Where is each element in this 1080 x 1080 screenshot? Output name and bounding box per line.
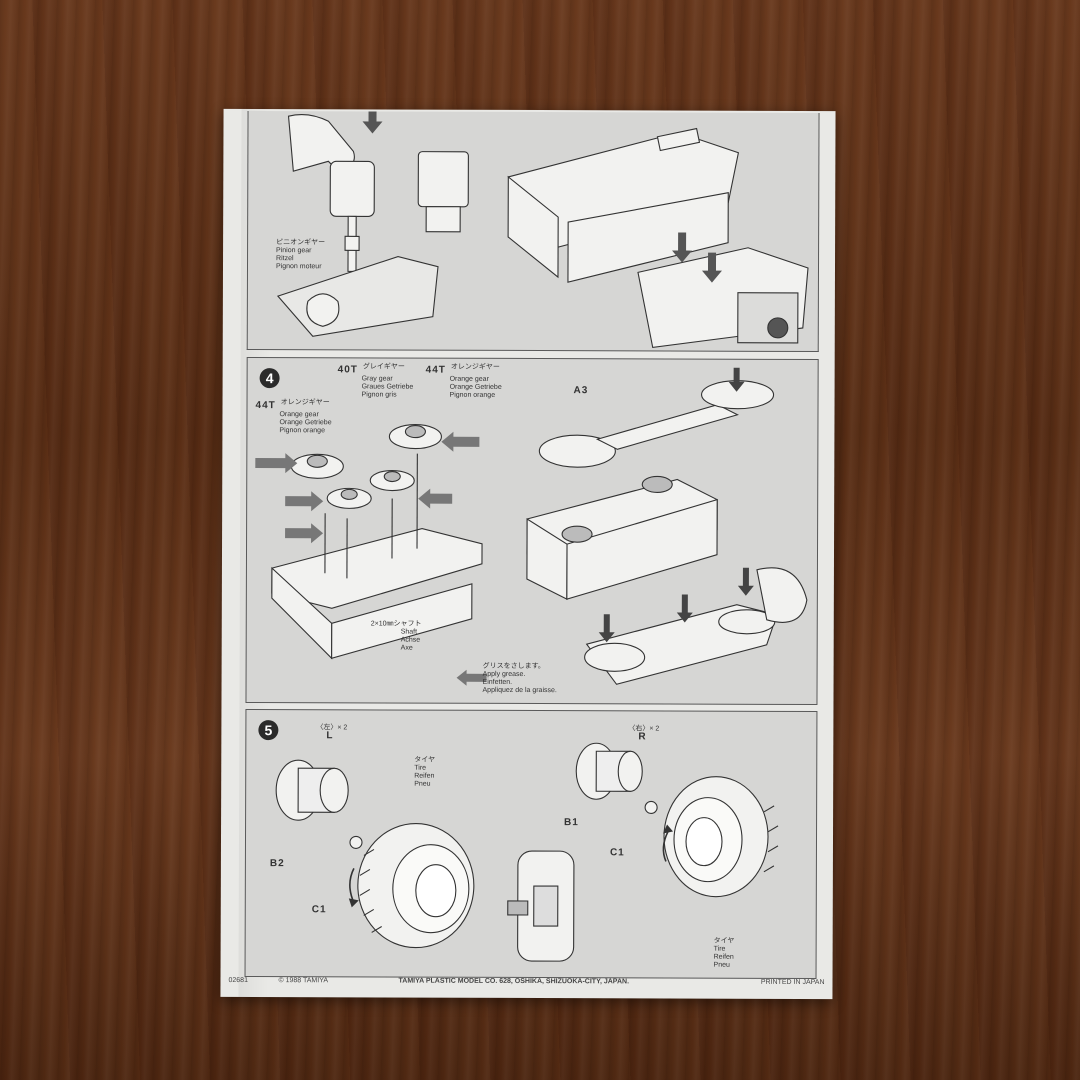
step-5-panel: 5	[244, 709, 818, 980]
cap-c1-drawing	[644, 800, 658, 814]
company-address: TAMIYA PLASTIC MODEL CO. 628, OSHIKA, SH…	[398, 977, 630, 986]
shaft-label: 2×10㎜シャフト Shaft Achse Axe	[370, 620, 422, 652]
grease-arrow-icon	[441, 431, 480, 452]
gear-assembly-drawing	[255, 367, 808, 686]
pinion-gear-label: ピニオンギヤー Pinion gear Ritzel Pignon moteur	[275, 239, 326, 271]
down-arrow-icon	[728, 367, 745, 392]
left-cap-c1-label: C1	[311, 904, 327, 916]
right-tire-label: タイヤ Tire Reifen Pneu	[713, 937, 735, 969]
down-arrow-icon	[701, 252, 722, 283]
gray-gear-label: 40T グレイギヤー Gray gear Graues Getriebe Pig…	[337, 363, 414, 399]
down-arrow-icon	[362, 111, 383, 134]
motor-assembly-drawing	[276, 111, 809, 349]
down-arrow-icon	[737, 567, 754, 596]
cap-c1-drawing	[349, 835, 363, 849]
down-arrow-icon	[676, 594, 693, 623]
grease-arrow-icon	[255, 453, 298, 474]
grease-label: グリスをさします。 Apply grease. Einfetten. Appli…	[482, 662, 557, 695]
wheel-plate-drawing	[538, 434, 616, 468]
hub-b1-label: B1	[564, 817, 579, 829]
grease-arrow-icon	[285, 491, 324, 512]
instruction-sheet: ピニオンギヤー Pinion gear Ritzel Pignon moteur…	[220, 108, 836, 1000]
motor-drawing	[329, 160, 375, 217]
rotation-arrow-icon	[662, 831, 669, 862]
copyright: © 1988 TAMIYA	[278, 977, 329, 985]
printed-in: PRINTED IN JAPAN	[760, 978, 825, 987]
hub-b2-label: B2	[269, 858, 285, 870]
hand-drawing	[756, 567, 808, 623]
down-arrow-icon	[672, 232, 693, 263]
grease-arrow-icon	[285, 523, 324, 544]
grease-arrow-icon	[456, 669, 487, 686]
left-tire-label: タイヤ Tire Reifen Pneu	[414, 756, 436, 788]
motor-detail-drawing	[417, 151, 469, 208]
orange-gear-label-right: 44T オレンジギヤー Orange gear Orange Getriebe …	[425, 363, 502, 399]
grease-arrow-icon	[418, 488, 453, 509]
sheet-code: 02681	[228, 976, 248, 985]
part-a3-label: A3	[573, 385, 589, 397]
right-wheel-qty-label: 〈右〉× 2 R	[628, 725, 660, 743]
left-wheel-qty-label: 〈左〉× 2 L	[316, 724, 348, 742]
motor-step-panel: ピニオンギヤー Pinion gear Ritzel Pignon moteur	[246, 111, 820, 353]
right-cap-c1-label: C1	[609, 847, 625, 859]
rotation-arrow-icon	[349, 868, 355, 903]
step-4-panel: 4	[245, 357, 819, 706]
sheet-footer: 02681 © 1988 TAMIYA TAMIYA PLASTIC MODEL…	[228, 977, 824, 993]
wheel-assembly-drawing	[275, 742, 779, 962]
down-arrow-icon	[598, 614, 615, 643]
orange-gear-label-left: 44T オレンジギヤー Orange gear Orange Getriebe …	[255, 399, 332, 435]
